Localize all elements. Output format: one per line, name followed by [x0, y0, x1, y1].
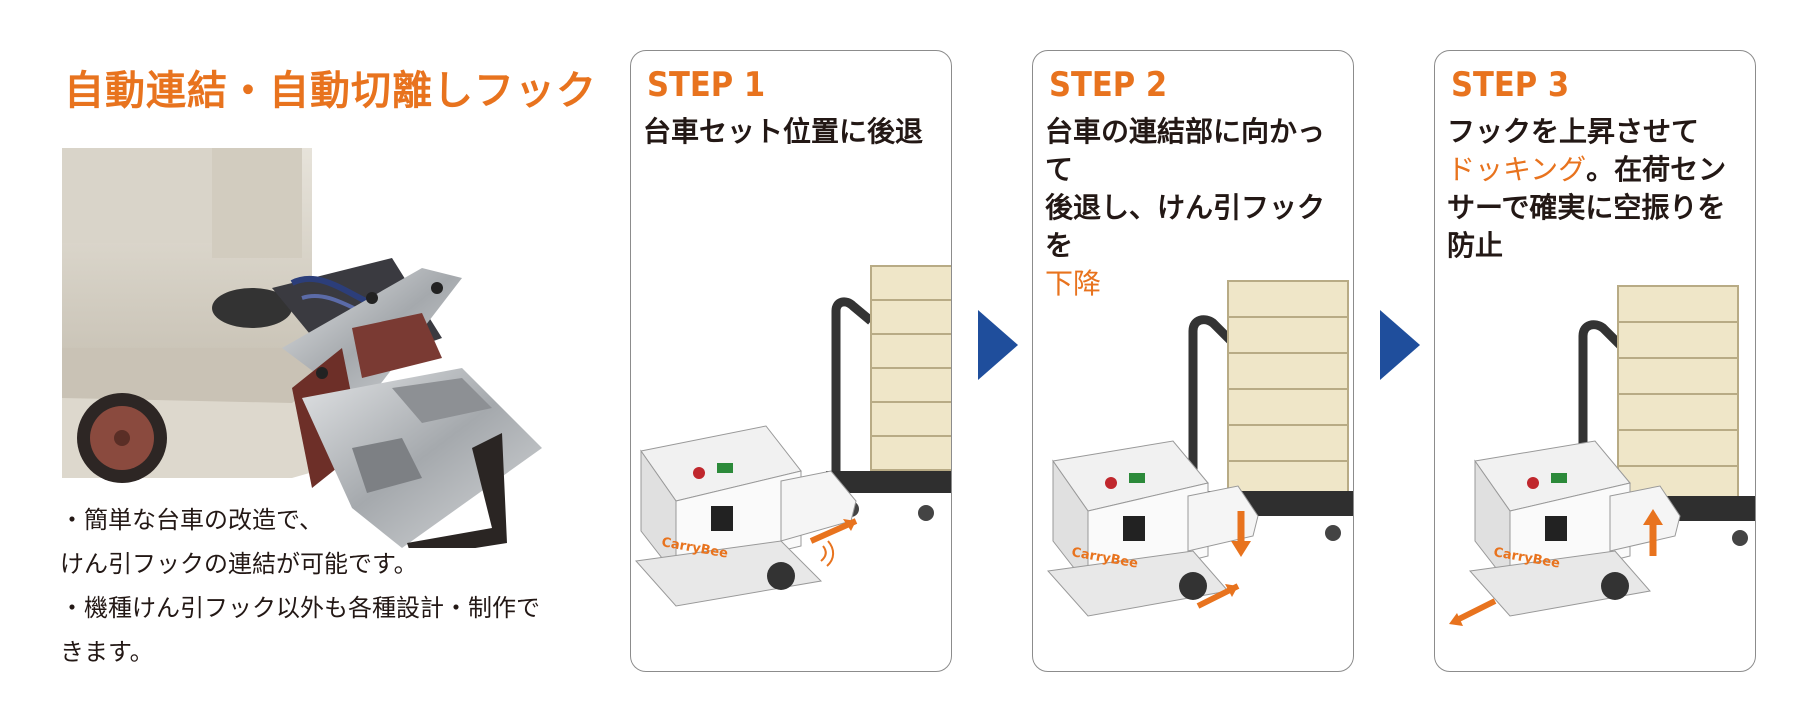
step-3-label: STEP 3 [1451, 65, 1570, 105]
carrybee-robot: CarryBee [1469, 440, 1681, 617]
page-title: 自動連結・自動切離しフック [64, 68, 597, 114]
step-2-card: STEP 2 台車の連結部に向かって 後退し、けん引フックを 下降 [1032, 50, 1354, 672]
step-1-text: 台車セット位置に後退 [643, 115, 924, 148]
step-3-card: STEP 3 フックを上昇させて ドッキング。在荷セン サーで確実に空振りを 防… [1434, 50, 1756, 672]
carrybee-robot: CarryBee [635, 425, 857, 607]
bullet-line: きます。 [60, 638, 154, 666]
step-2-text: 後退し、けん引フックを [1045, 191, 1326, 262]
hook-mechanism-photo [62, 148, 542, 548]
step-3-highlight: ドッキング [1447, 153, 1587, 186]
bullet-line: ・簡単な台車の改造で、 [60, 506, 324, 534]
step-2-description: 台車の連結部に向かって 後退し、けん引フックを 下降 [1045, 113, 1345, 303]
step-3-description: フックを上昇させて ドッキング。在荷セン サーで確実に空振りを 防止 [1447, 113, 1747, 265]
step-1-label: STEP 1 [647, 65, 766, 105]
bullet-line: けん引フックの連結が可能です。 [60, 550, 418, 578]
step-1-description: 台車セット位置に後退 [643, 113, 943, 151]
step-2-highlight: 下降 [1045, 267, 1102, 300]
step-3-text: 防止 [1447, 229, 1504, 262]
step-2-illustration: CarryBee [1047, 280, 1353, 617]
step-1-illustration: CarryBee [635, 265, 951, 607]
step-3-text: 。在荷セン [1586, 153, 1727, 186]
step-2-label: STEP 2 [1049, 65, 1168, 105]
step-1-card: STEP 1 台車セット位置に後退 [630, 50, 952, 672]
cart-with-crates [826, 265, 951, 521]
feature-bullets: ・簡単な台車の改造で、 けん引フックの連結が可能です。 ・機種けん引フック以外も… [60, 498, 580, 674]
chevron-right-icon [1380, 310, 1420, 380]
step-2-text: 台車の連結部に向かって [1045, 115, 1326, 186]
step-3-text: フックを上昇させて [1447, 115, 1700, 148]
bullet-line: ・機種けん引フック以外も各種設計・制作で [60, 594, 540, 622]
chevron-right-icon [978, 310, 1018, 380]
step-3-illustration: CarryBee [1449, 285, 1755, 626]
step-3-text: サーで確実に空振りを [1447, 191, 1726, 224]
